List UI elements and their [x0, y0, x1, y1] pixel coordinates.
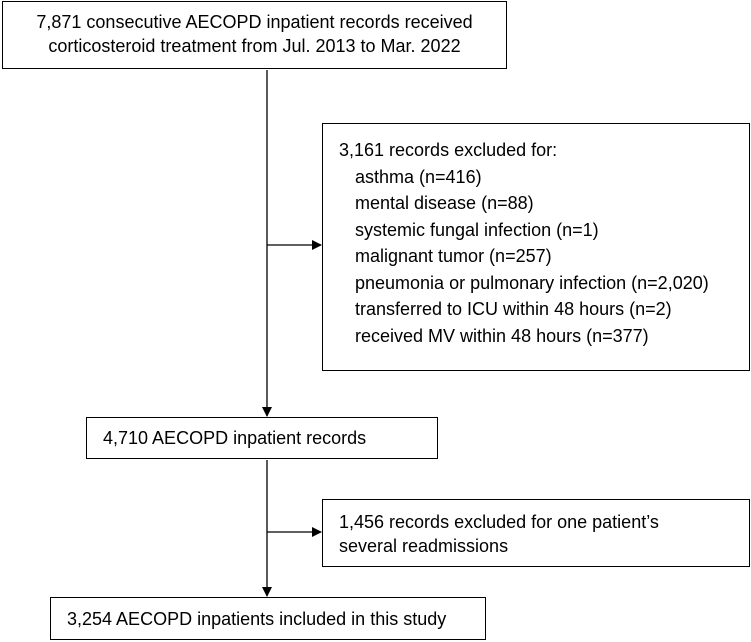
- readmission-line2: several readmissions: [339, 536, 509, 556]
- initial-records-line2: corticosteroid treatment from Jul. 2013 …: [48, 36, 461, 56]
- box-remaining-records: 4,710 AECOPD inpatient records: [86, 417, 438, 459]
- box-readmission-exclusion: 1,456 records excluded for one patient’s…: [322, 499, 750, 567]
- initial-records-line1: 7,871 consecutive AECOPD inpatient recor…: [36, 12, 473, 32]
- box-initial-records: 7,871 consecutive AECOPD inpatient recor…: [2, 1, 507, 69]
- box-exclusion-criteria: 3,161 records excluded for: asthma (n=41…: [322, 123, 750, 371]
- remaining-records-text: 4,710 AECOPD inpatient records: [103, 428, 367, 448]
- exclusion-item: mental disease (n=88): [355, 193, 534, 213]
- exclusion-item: asthma (n=416): [355, 166, 482, 187]
- exclusion-item: systemic fungal infection (n=1): [355, 219, 599, 240]
- exclusion-item: transferred to ICU within 48 hours (n=2): [355, 299, 672, 319]
- exclusion-item: malignant tumor (n=257): [355, 246, 552, 266]
- readmission-line1: 1,456 records excluded for one patient’s: [339, 512, 659, 532]
- exclusion-heading: 3,161 records excluded for:: [339, 140, 558, 160]
- exclusion-item: received MV within 48 hours (n=377): [355, 325, 649, 346]
- exclusion-item: pneumonia or pulmonary infection (n=2,02…: [355, 272, 709, 293]
- box-final-cohort: 3,254 AECOPD inpatients included in this…: [50, 597, 486, 640]
- final-cohort-text: 3,254 AECOPD inpatients included in this…: [67, 609, 447, 629]
